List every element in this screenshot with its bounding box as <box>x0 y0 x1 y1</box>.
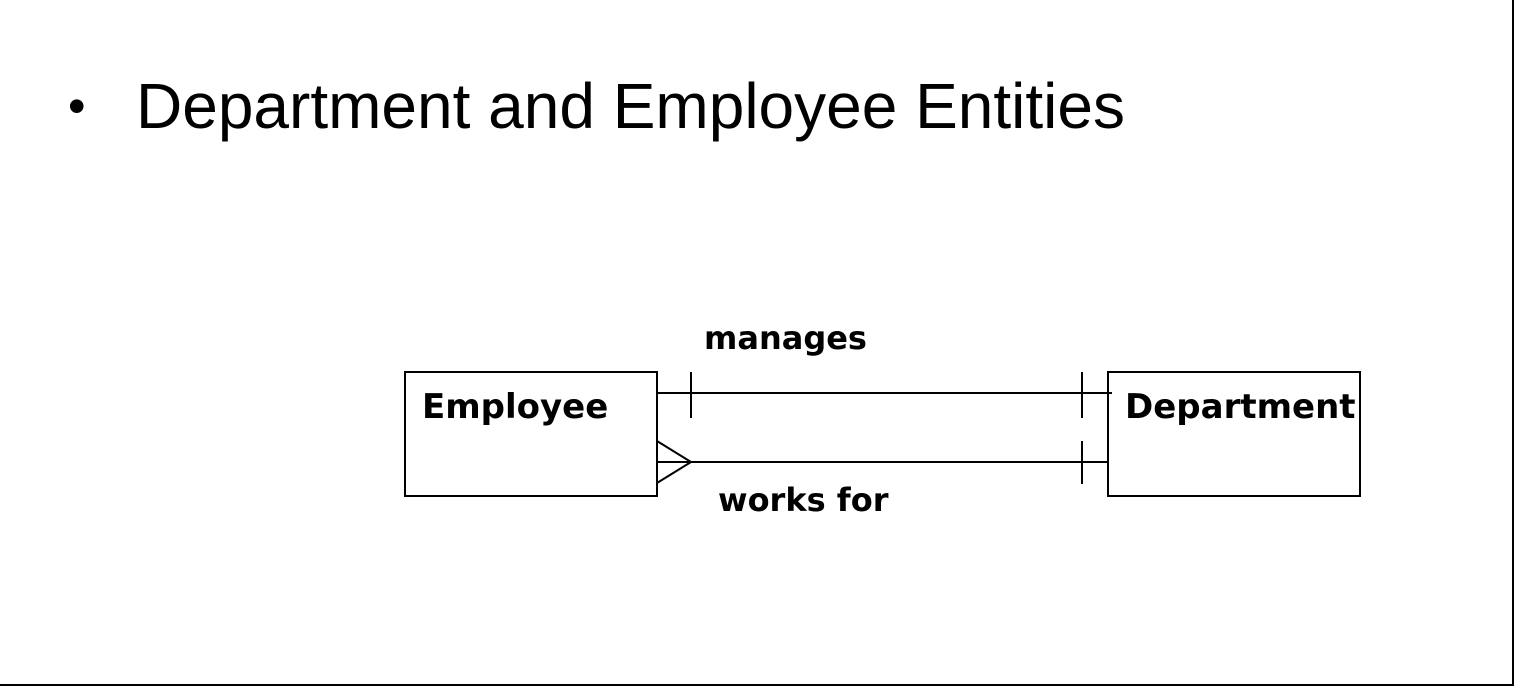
slide-heading: Department and Employee Entities <box>136 70 1125 142</box>
entity-department-box <box>1107 371 1361 497</box>
entity-department-label: Department <box>1125 387 1356 427</box>
works-for-label: works for <box>718 481 889 519</box>
works-for-crowfoot-upper <box>656 440 692 463</box>
relationship-works-for: works for <box>656 440 1108 519</box>
bullet-marker: • <box>68 78 86 134</box>
entity-employee-box <box>404 371 658 497</box>
entity-department: Department <box>1107 371 1361 497</box>
works-for-crowfoot-lower <box>656 461 692 484</box>
relationship-manages: manages <box>657 319 1112 418</box>
entity-employee: Employee <box>404 371 658 497</box>
entity-employee-label: Employee <box>422 387 608 427</box>
manages-label: manages <box>704 319 867 357</box>
bullet-point: • Department and Employee Entities <box>68 66 1125 146</box>
